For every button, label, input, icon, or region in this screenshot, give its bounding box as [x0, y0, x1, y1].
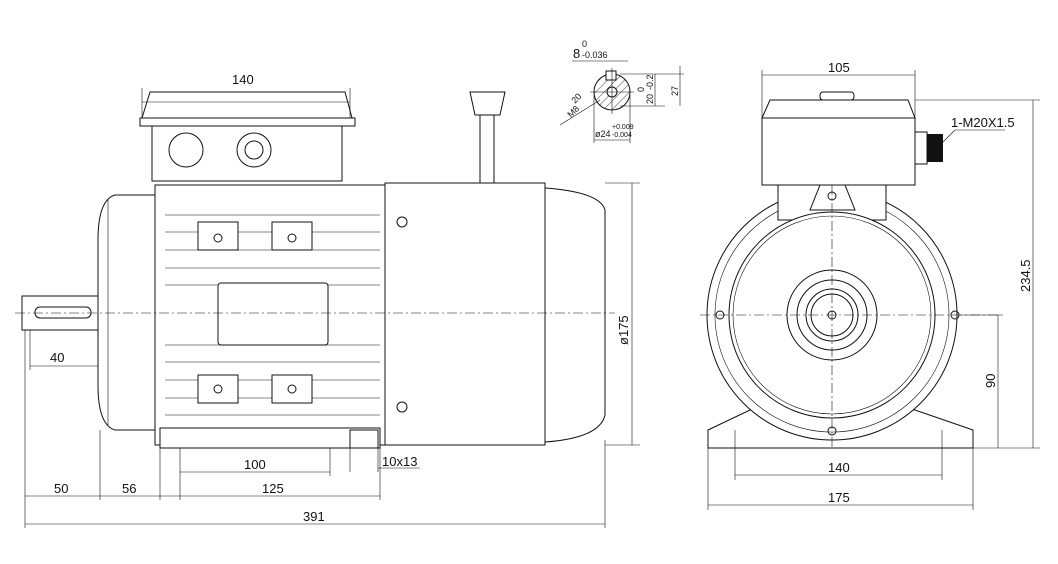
- dim-shaft-height: 90: [983, 374, 998, 388]
- shaft-diameter: ø24: [595, 129, 611, 139]
- dim-terminal-box-width: 140: [232, 72, 254, 87]
- lever-handle: [469, 91, 506, 116]
- cable-gland-label: 1-M20X1.5: [951, 115, 1015, 130]
- dim-front-foot-width: 175: [828, 490, 850, 505]
- dim-overall-height: 234.5: [1018, 259, 1033, 292]
- lifting-lug: [271, 374, 313, 404]
- dim-foot-hole-spacing: 100: [244, 457, 266, 472]
- side-dimensions: 140 ø175 40 100 10x13 50 56 125 391: [24, 72, 640, 528]
- terminal-box: [151, 125, 343, 182]
- nameplate: [217, 282, 329, 346]
- lifting-lug: [271, 221, 313, 251]
- side-view: [15, 91, 615, 449]
- dim-front-terminal-box-width: 105: [828, 60, 850, 75]
- mounting-feet: [159, 427, 381, 449]
- shaft-keyway: [34, 306, 92, 319]
- dim-flange-to-foot: 56: [122, 481, 136, 496]
- key-tol-lower: -0.036: [582, 50, 608, 60]
- lifting-lug: [197, 374, 239, 404]
- brake-release-lever: [479, 107, 495, 184]
- dim-shaft-extension: 50: [54, 481, 68, 496]
- dim-shaft-length: 40: [50, 350, 64, 365]
- shaft-tol-upper: +0.009: [612, 124, 634, 131]
- front-view: [700, 91, 1000, 450]
- dim-diameter: ø175: [616, 315, 631, 345]
- key-depth: 20: [645, 94, 655, 104]
- brake-housing: [384, 182, 546, 446]
- dim-front-foot-hole-spacing: 140: [828, 460, 850, 475]
- dim-foot-length: 125: [262, 481, 284, 496]
- shaft-height: 27: [670, 86, 680, 96]
- key-depth-tol-upper: 0: [636, 87, 646, 92]
- terminal-box-lid: [141, 91, 353, 119]
- end-cap: [544, 187, 606, 443]
- thread-depth: 20: [569, 91, 583, 105]
- key-width: 8: [573, 46, 580, 61]
- front-terminal-box: [761, 117, 916, 186]
- cable-gland: [236, 132, 272, 168]
- dim-overall-length: 391: [303, 509, 325, 524]
- dim-foot-slot: 10x13: [382, 454, 417, 469]
- lifting-lug: [197, 221, 239, 251]
- thread-label: M8: [565, 103, 581, 119]
- cable-entry: [168, 132, 204, 168]
- cable-gland-front: [927, 134, 943, 162]
- shaft-section-detail: 8 0 -0.036 M8 20 20 0 -0.2 27 ø24 +0.009…: [559, 39, 684, 143]
- key-tol-upper: 0: [582, 39, 587, 49]
- shaft-tol-lower: -0.004: [612, 132, 632, 139]
- key-depth-tol-lower: -0.2: [645, 74, 655, 90]
- front-flange: [97, 194, 161, 431]
- front-dimensions: 105 1-M20X1.5 234.5 90 140 175: [707, 60, 1040, 510]
